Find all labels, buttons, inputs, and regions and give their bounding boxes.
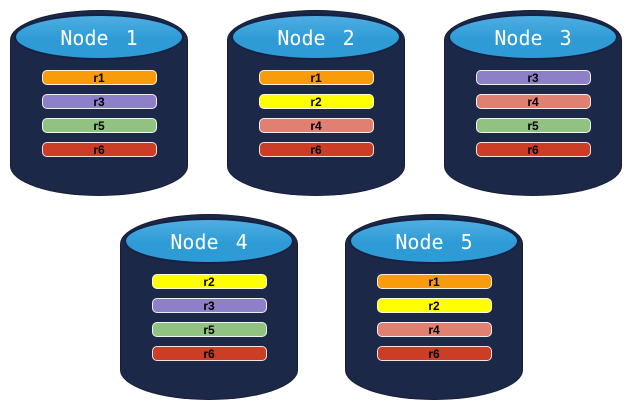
replica-bar-r3: r3	[41, 94, 157, 109]
node-cylinder-1: Node 1 r1 r3 r5 r6	[10, 10, 188, 196]
replica-label: r4	[310, 118, 322, 133]
replica-bar-r1: r1	[258, 70, 374, 85]
replica-label: r5	[93, 118, 105, 133]
replica-label: r6	[527, 142, 539, 157]
replica-list: r1 r2 r4 r6	[345, 274, 523, 361]
node-cylinder-2: Node 2 r1 r2 r4 r6	[227, 10, 405, 196]
replica-bar-r3: r3	[151, 298, 267, 313]
replica-bar-r1: r1	[41, 70, 157, 85]
replica-bar-r5: r5	[41, 118, 157, 133]
replica-bar-r3: r3	[475, 70, 591, 85]
replica-label: r6	[93, 142, 105, 157]
replica-label: r5	[527, 118, 539, 133]
replica-bar-r2: r2	[258, 94, 374, 109]
replica-bar-r2: r2	[376, 298, 492, 313]
replica-list: r2 r3 r5 r6	[120, 274, 298, 361]
cylinder-top-ellipse: Node 4	[124, 218, 294, 264]
node-title: Node 2	[277, 26, 355, 50]
replica-bar-r1: r1	[376, 274, 492, 289]
cylinder-top-ellipse: Node 5	[349, 218, 519, 264]
node-title: Node 1	[60, 26, 138, 50]
replica-bar-r6: r6	[475, 142, 591, 157]
replica-bar-r6: r6	[151, 346, 267, 361]
replica-bar-r4: r4	[475, 94, 591, 109]
node-cylinder-3: Node 3 r3 r4 r5 r6	[444, 10, 622, 196]
cylinder-top-ellipse: Node 3	[448, 14, 618, 60]
replica-label: r1	[310, 70, 322, 85]
replica-label: r5	[203, 322, 215, 337]
replica-label: r4	[428, 322, 440, 337]
replica-label: r3	[203, 298, 215, 313]
cylinder-top-ellipse: Node 1	[14, 14, 184, 60]
node-title: Node 5	[395, 230, 473, 254]
replica-label: r4	[527, 94, 539, 109]
replica-bar-r2: r2	[151, 274, 267, 289]
replica-label: r2	[310, 94, 322, 109]
replica-label: r2	[203, 274, 215, 289]
replica-list: r3 r4 r5 r6	[444, 70, 622, 157]
replica-bar-r4: r4	[376, 322, 492, 337]
replica-label: r2	[428, 298, 440, 313]
replica-bar-r6: r6	[258, 142, 374, 157]
replica-bar-r4: r4	[258, 118, 374, 133]
replica-label: r6	[310, 142, 322, 157]
replica-label: r3	[93, 94, 105, 109]
node-cylinder-4: Node 4 r2 r3 r5 r6	[120, 214, 298, 400]
replica-label: r6	[203, 346, 215, 361]
replica-label: r3	[527, 70, 539, 85]
node-cylinder-5: Node 5 r1 r2 r4 r6	[345, 214, 523, 400]
replica-bar-r6: r6	[41, 142, 157, 157]
replica-label: r1	[428, 274, 440, 289]
cylinder-top-ellipse: Node 2	[231, 14, 401, 60]
replica-bar-r5: r5	[475, 118, 591, 133]
replica-label: r6	[428, 346, 440, 361]
replica-list: r1 r3 r5 r6	[10, 70, 188, 157]
replica-list: r1 r2 r4 r6	[227, 70, 405, 157]
replica-label: r1	[93, 70, 105, 85]
replica-bar-r5: r5	[151, 322, 267, 337]
replica-bar-r6: r6	[376, 346, 492, 361]
node-title: Node 4	[170, 230, 248, 254]
node-title: Node 3	[494, 26, 572, 50]
